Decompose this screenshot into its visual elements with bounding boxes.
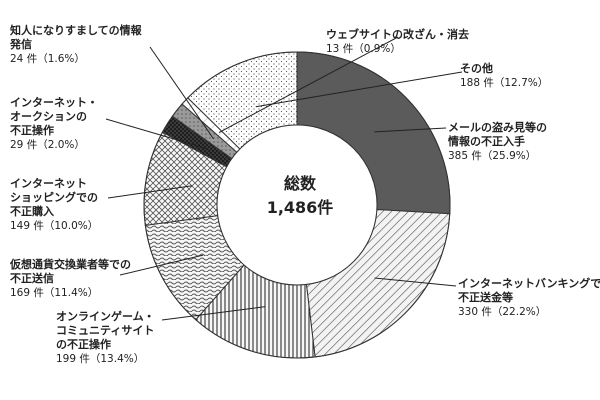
slice-label-line: オークションの — [10, 110, 87, 123]
center-title: 総数 — [283, 174, 316, 193]
slice-value-label: 169 件（11.4%） — [10, 287, 99, 299]
slice-value-label: 24 件（1.6%） — [10, 53, 85, 65]
slice-label-line: 不正購入 — [10, 205, 54, 218]
slice-value-label: 330 件（22.2%） — [458, 306, 547, 318]
leader-line-3 — [119, 254, 204, 276]
slice-label-line: インターネット — [10, 177, 87, 190]
slice-value-label: 188 件（12.7%） — [460, 77, 549, 89]
leader-line-7 — [218, 36, 399, 133]
slice-label-6: 知人になりすましての情報発信 24 件（1.6%） — [10, 24, 142, 66]
slice-label-3: 仮想通貨交換業者等での不正送信 169 件（11.4%） — [10, 258, 131, 300]
slice-label-line: 不正操作 — [10, 124, 54, 137]
slice-label-8: その他 188 件（12.7%） — [460, 62, 548, 90]
slice-label-line: 不正送信 — [10, 272, 54, 285]
slice-label-line: ウェブサイトの改ざん・消去 — [326, 28, 469, 41]
slice-label-line: インターネット・ — [10, 96, 98, 109]
leader-line-8 — [255, 71, 463, 108]
outer-ring — [143, 51, 451, 359]
slice-label-line: 情報の不正入手 — [448, 135, 525, 148]
slice-label-line: インターネットバンキングでの — [458, 277, 600, 290]
slice-label-line: その他 — [460, 62, 493, 75]
slice-label-1: インターネットバンキングでの不正送金等 330 件（22.2%） — [458, 277, 600, 319]
slice-value-label: 385 件（25.9%） — [448, 150, 537, 162]
slice-label-4: インターネットショッピングでの不正購入 149 件（10.0%） — [10, 177, 98, 233]
slice-value-label: 149 件（10.0%） — [10, 220, 99, 232]
slice-value-label: 199 件（13.4%） — [56, 353, 145, 365]
slice-label-line: の不正操作 — [56, 338, 111, 351]
slice-label-7: ウェブサイトの改ざん・消去 13 件（0.9%） — [326, 28, 469, 56]
leader-line-1 — [374, 277, 457, 287]
slice-label-5: インターネット・オークションの不正操作 29 件（2.0%） — [10, 96, 98, 152]
slice-value-label: 13 件（0.9%） — [326, 43, 401, 55]
slice-label-line: 発信 — [10, 38, 32, 51]
leader-line-0 — [374, 127, 447, 133]
inner-hole — [216, 124, 378, 286]
leader-line-4 — [107, 185, 193, 199]
slice-label-line: オンラインゲーム・ — [56, 310, 155, 323]
slice-label-line: コミュニティサイト — [56, 324, 155, 337]
slice-label-line: 仮想通貨交換業者等での — [10, 258, 131, 271]
slice-label-line: ショッピングでの — [10, 191, 98, 204]
slice-value-label: 29 件（2.0%） — [10, 139, 85, 151]
leader-line-5 — [105, 118, 207, 150]
slice-label-2: オンラインゲーム・コミュニティサイトの不正操作 199 件（13.4%） — [56, 310, 155, 366]
leader-line-2 — [161, 306, 266, 321]
leader-line-6 — [149, 46, 214, 140]
slice-label-line: 知人になりすましての情報 — [10, 24, 142, 37]
slice-label-line: 不正送金等 — [458, 291, 513, 304]
center-value: 1,486件 — [266, 198, 334, 217]
slice-label-line: メールの盗み見等の — [448, 121, 547, 134]
slice-label-0: メールの盗み見等の情報の不正入手 385 件（25.9%） — [448, 121, 547, 163]
